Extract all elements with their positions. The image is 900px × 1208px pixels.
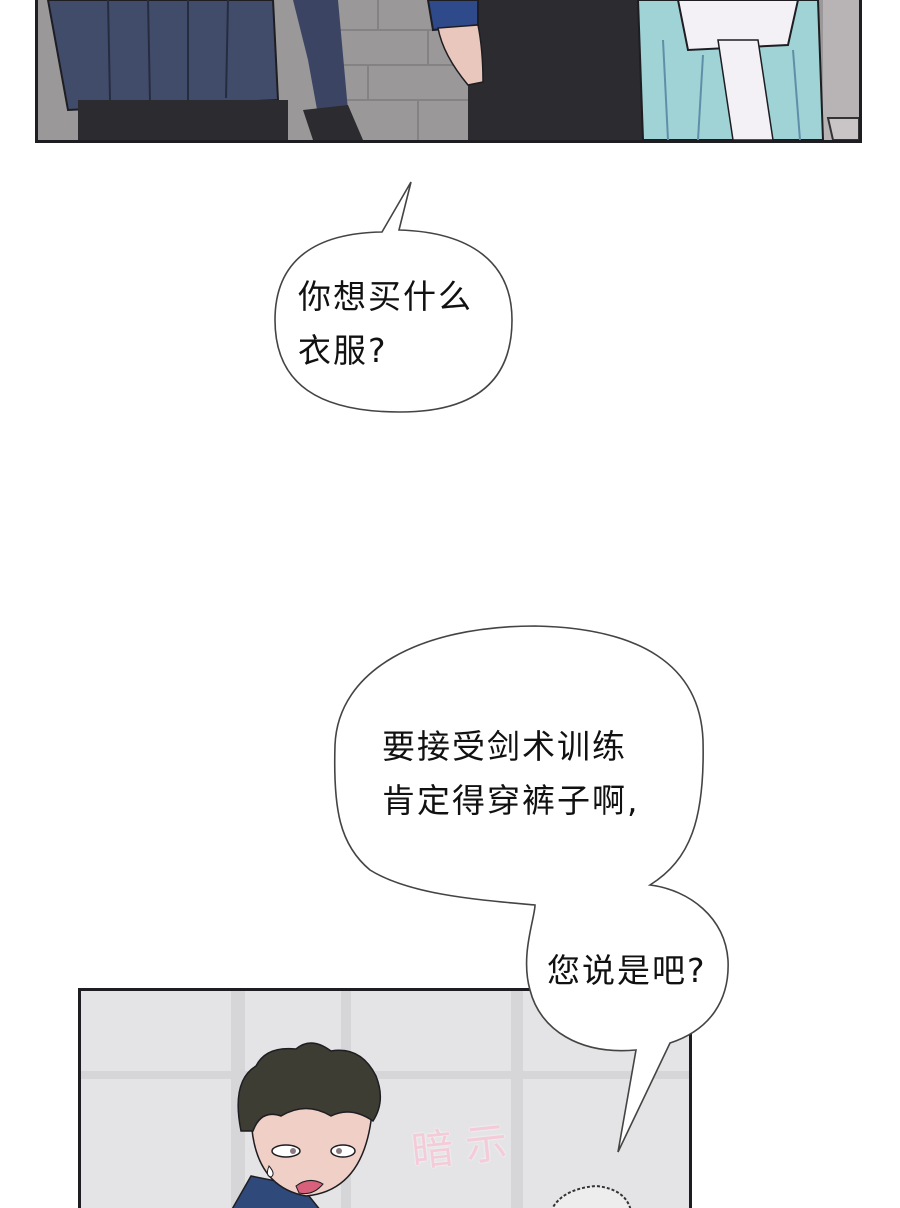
panel-top-artwork [38, 0, 859, 140]
speech-bubble-1-line-2: 衣服? [298, 331, 388, 370]
speech-bubble-3: 您说是吧? [547, 944, 707, 998]
panel-bottom-artwork [81, 991, 689, 1208]
speech-bubble-2: 要接受剑术训练 肯定得穿裤子啊, [382, 720, 640, 828]
speech-bubble-2-line-2: 肯定得穿裤子啊, [382, 781, 640, 820]
comic-panel-bottom: 暗示 [78, 988, 692, 1208]
speech-bubble-2-line-1: 要接受剑术训练 [382, 727, 627, 766]
sfx-hint-text: 暗示 [409, 1116, 522, 1177]
speech-bubble-1: 你想买什么 衣服? [298, 270, 473, 378]
comic-panel-top [35, 0, 862, 143]
speech-bubble-3-line-1: 您说是吧? [547, 951, 707, 990]
speech-bubble-1-line-1: 你想买什么 [298, 277, 473, 316]
